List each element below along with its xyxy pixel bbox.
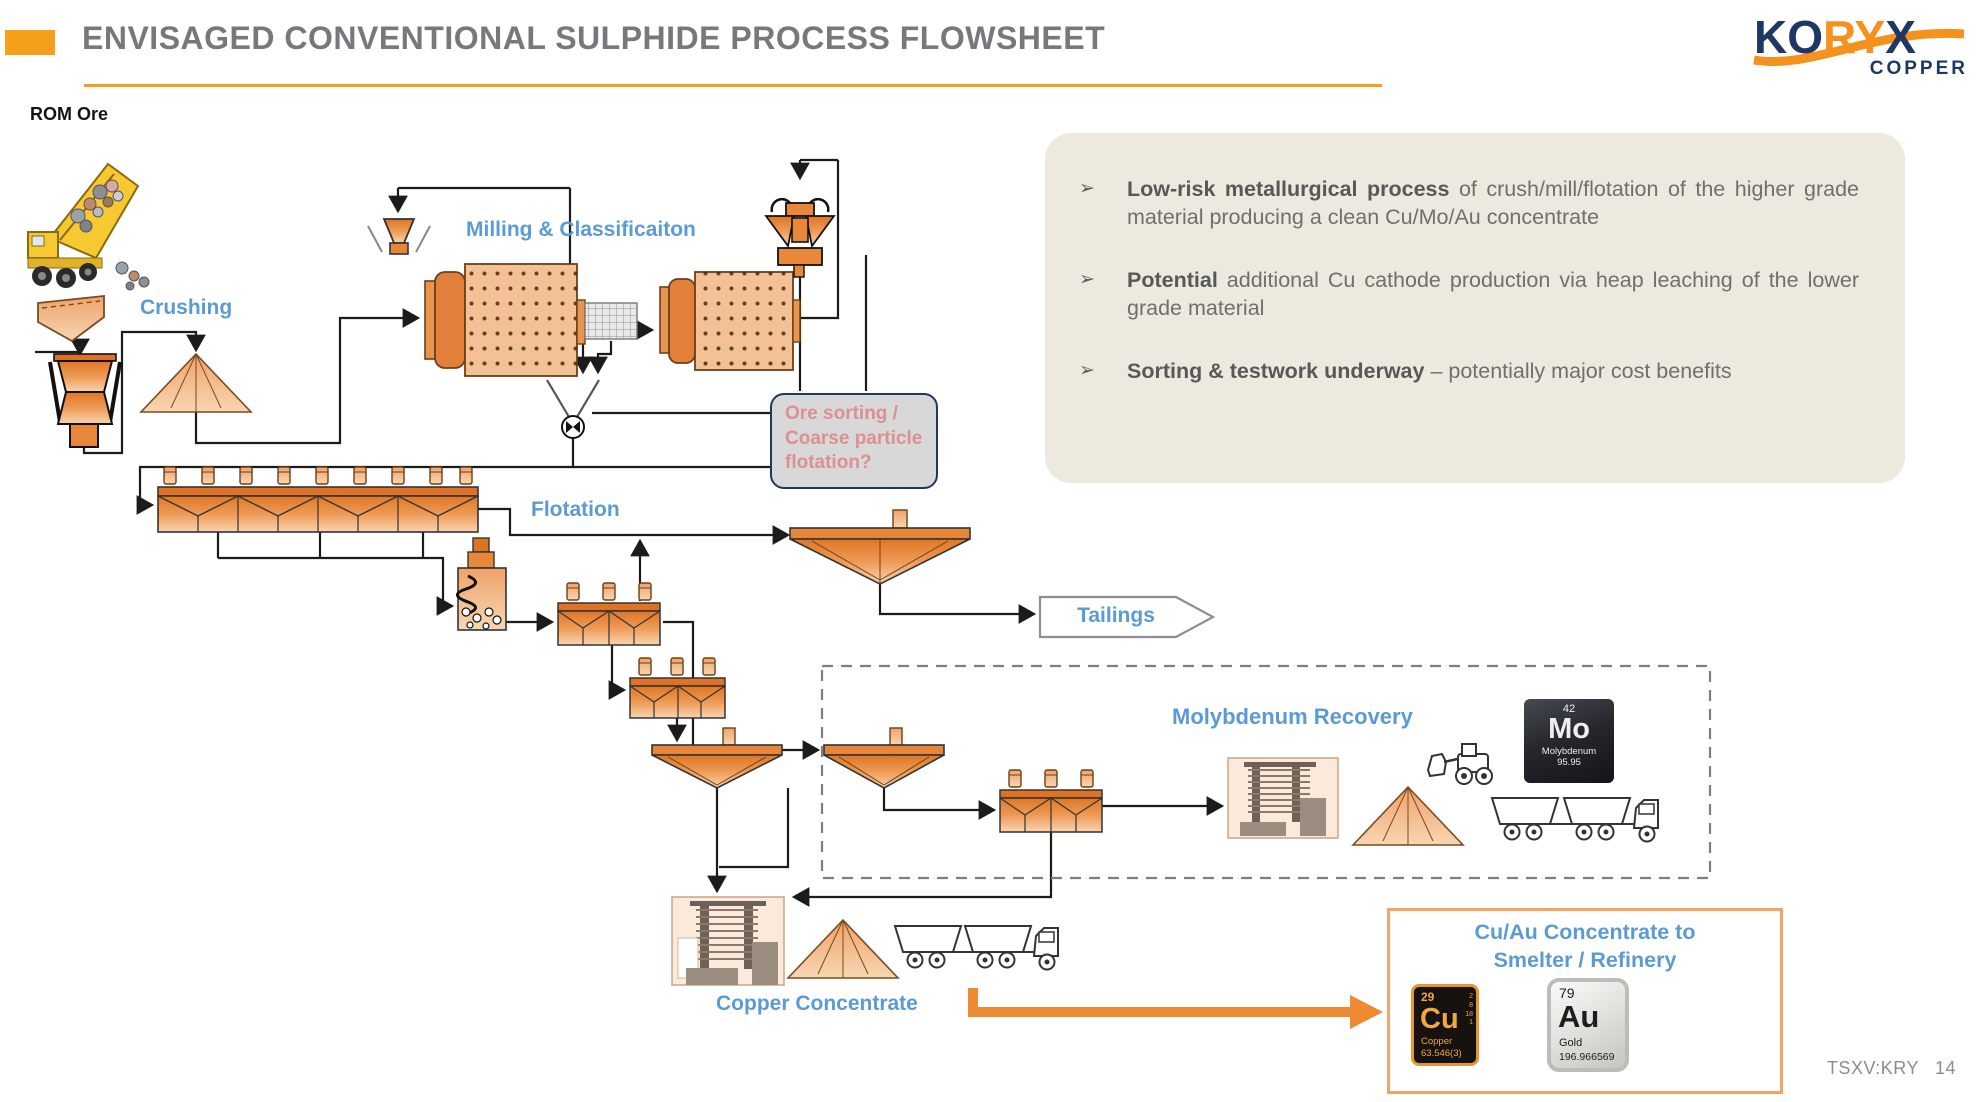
cleaner-flotation-bank-2-icon: [629, 657, 726, 719]
page-title: ENVISAGED CONVENTIONAL SULPHIDE PROCESS …: [82, 20, 1106, 56]
ore-sorting-callout: Ore sorting / Coarse particle flotation?: [770, 393, 938, 489]
logo-letter: Y: [1854, 11, 1886, 63]
ball-mill-2-icon: [659, 271, 801, 371]
mill-feeder-icon: [367, 218, 431, 255]
header-accent-bar: [5, 30, 55, 55]
moly-thickener-icon: [823, 727, 945, 789]
crushed-ore-stockpile-icon: [140, 353, 252, 413]
cleaner-flotation-bank-1-icon: [557, 582, 661, 646]
tailings-chevron: [1038, 595, 1216, 639]
copper-haul-truck-icon: [894, 925, 1059, 971]
crusher-icon: [48, 353, 122, 448]
ball-mill-1-icon: [424, 263, 638, 377]
key-points-panel: ➢Low-risk metallurgical process of crush…: [1045, 133, 1905, 483]
bullet-arrow-icon: ➢: [1079, 268, 1095, 290]
tailings-label: Tailings: [1077, 604, 1155, 627]
bullet-item: ➢Sorting & testwork underway – potential…: [1079, 358, 1732, 383]
rom-truck-icon: [27, 162, 150, 291]
logo-letter: O: [1787, 11, 1824, 63]
flow-lines: [35, 158, 1225, 907]
classifier-icon: [546, 379, 600, 439]
bullet-item: ➢Low-risk metallurgical process of crush…: [1079, 177, 1859, 230]
page-number: 14: [1934, 1058, 1956, 1078]
cuau-box-title: Cu/Au Concentrate to Smelter / Refinery: [1474, 920, 1696, 972]
footer: TSXV:KRY 14: [1827, 1058, 1956, 1079]
moly-recovery-label: Molybdenum Recovery: [1172, 704, 1413, 729]
bullet-arrow-icon: ➢: [1079, 178, 1095, 199]
molybdenum-element-tile: 42 Mo Molybdenum 95.95: [1524, 699, 1614, 783]
copper-filter-press-icon: [671, 896, 785, 986]
bullet-item: ➢Potential additional Cu cathode product…: [1079, 267, 1859, 321]
tailings-thickener-icon: [789, 509, 971, 585]
moly-flotation-bank-icon: [999, 769, 1103, 833]
regrind-mill-icon: [456, 537, 507, 631]
milling-label: Milling & Classificaiton: [466, 218, 696, 241]
logo-swoosh-icon: [1753, 28, 1965, 66]
logo-subtitle: COPPER: [1869, 58, 1968, 79]
copper-concentrate-label: Copper Concentrate: [716, 992, 918, 1015]
molybdenum-recovery-dashed-box: [820, 664, 1712, 880]
rougher-flotation-bank-icon: [157, 466, 479, 533]
logo-letter: X: [1885, 11, 1916, 63]
copper-concentrate-stockpile-icon: [787, 919, 899, 979]
koryx-logo: KORYX COPPER: [1748, 4, 1972, 90]
crushing-label: Crushing: [140, 296, 233, 319]
flotation-label: Flotation: [531, 498, 620, 521]
ticker: TSXV:KRY: [1826, 1058, 1919, 1078]
logo-letter: K: [1754, 11, 1788, 63]
logo-letter: R: [1823, 11, 1855, 63]
copper-thickener-icon: [651, 727, 783, 789]
bullet-arrow-icon: ➢: [1079, 359, 1095, 381]
rom-ore-label: ROM Ore: [30, 104, 109, 124]
molybdenum-stockpile-icon: [1352, 786, 1464, 846]
logo-wordmark: KORYX: [1754, 10, 1916, 64]
concentrate-flow-arrow: [968, 988, 1383, 1029]
cyclone-cluster-icon: [764, 198, 836, 278]
hopper-icon: [37, 294, 105, 343]
header-underline: [84, 84, 1382, 87]
wheel-loader-icon: [1426, 743, 1493, 785]
moly-filter-press-icon: [1227, 757, 1339, 839]
gold-element-tile: 79 Au Gold 196.966569: [1547, 978, 1629, 1072]
moly-haul-truck-icon: [1491, 797, 1659, 843]
